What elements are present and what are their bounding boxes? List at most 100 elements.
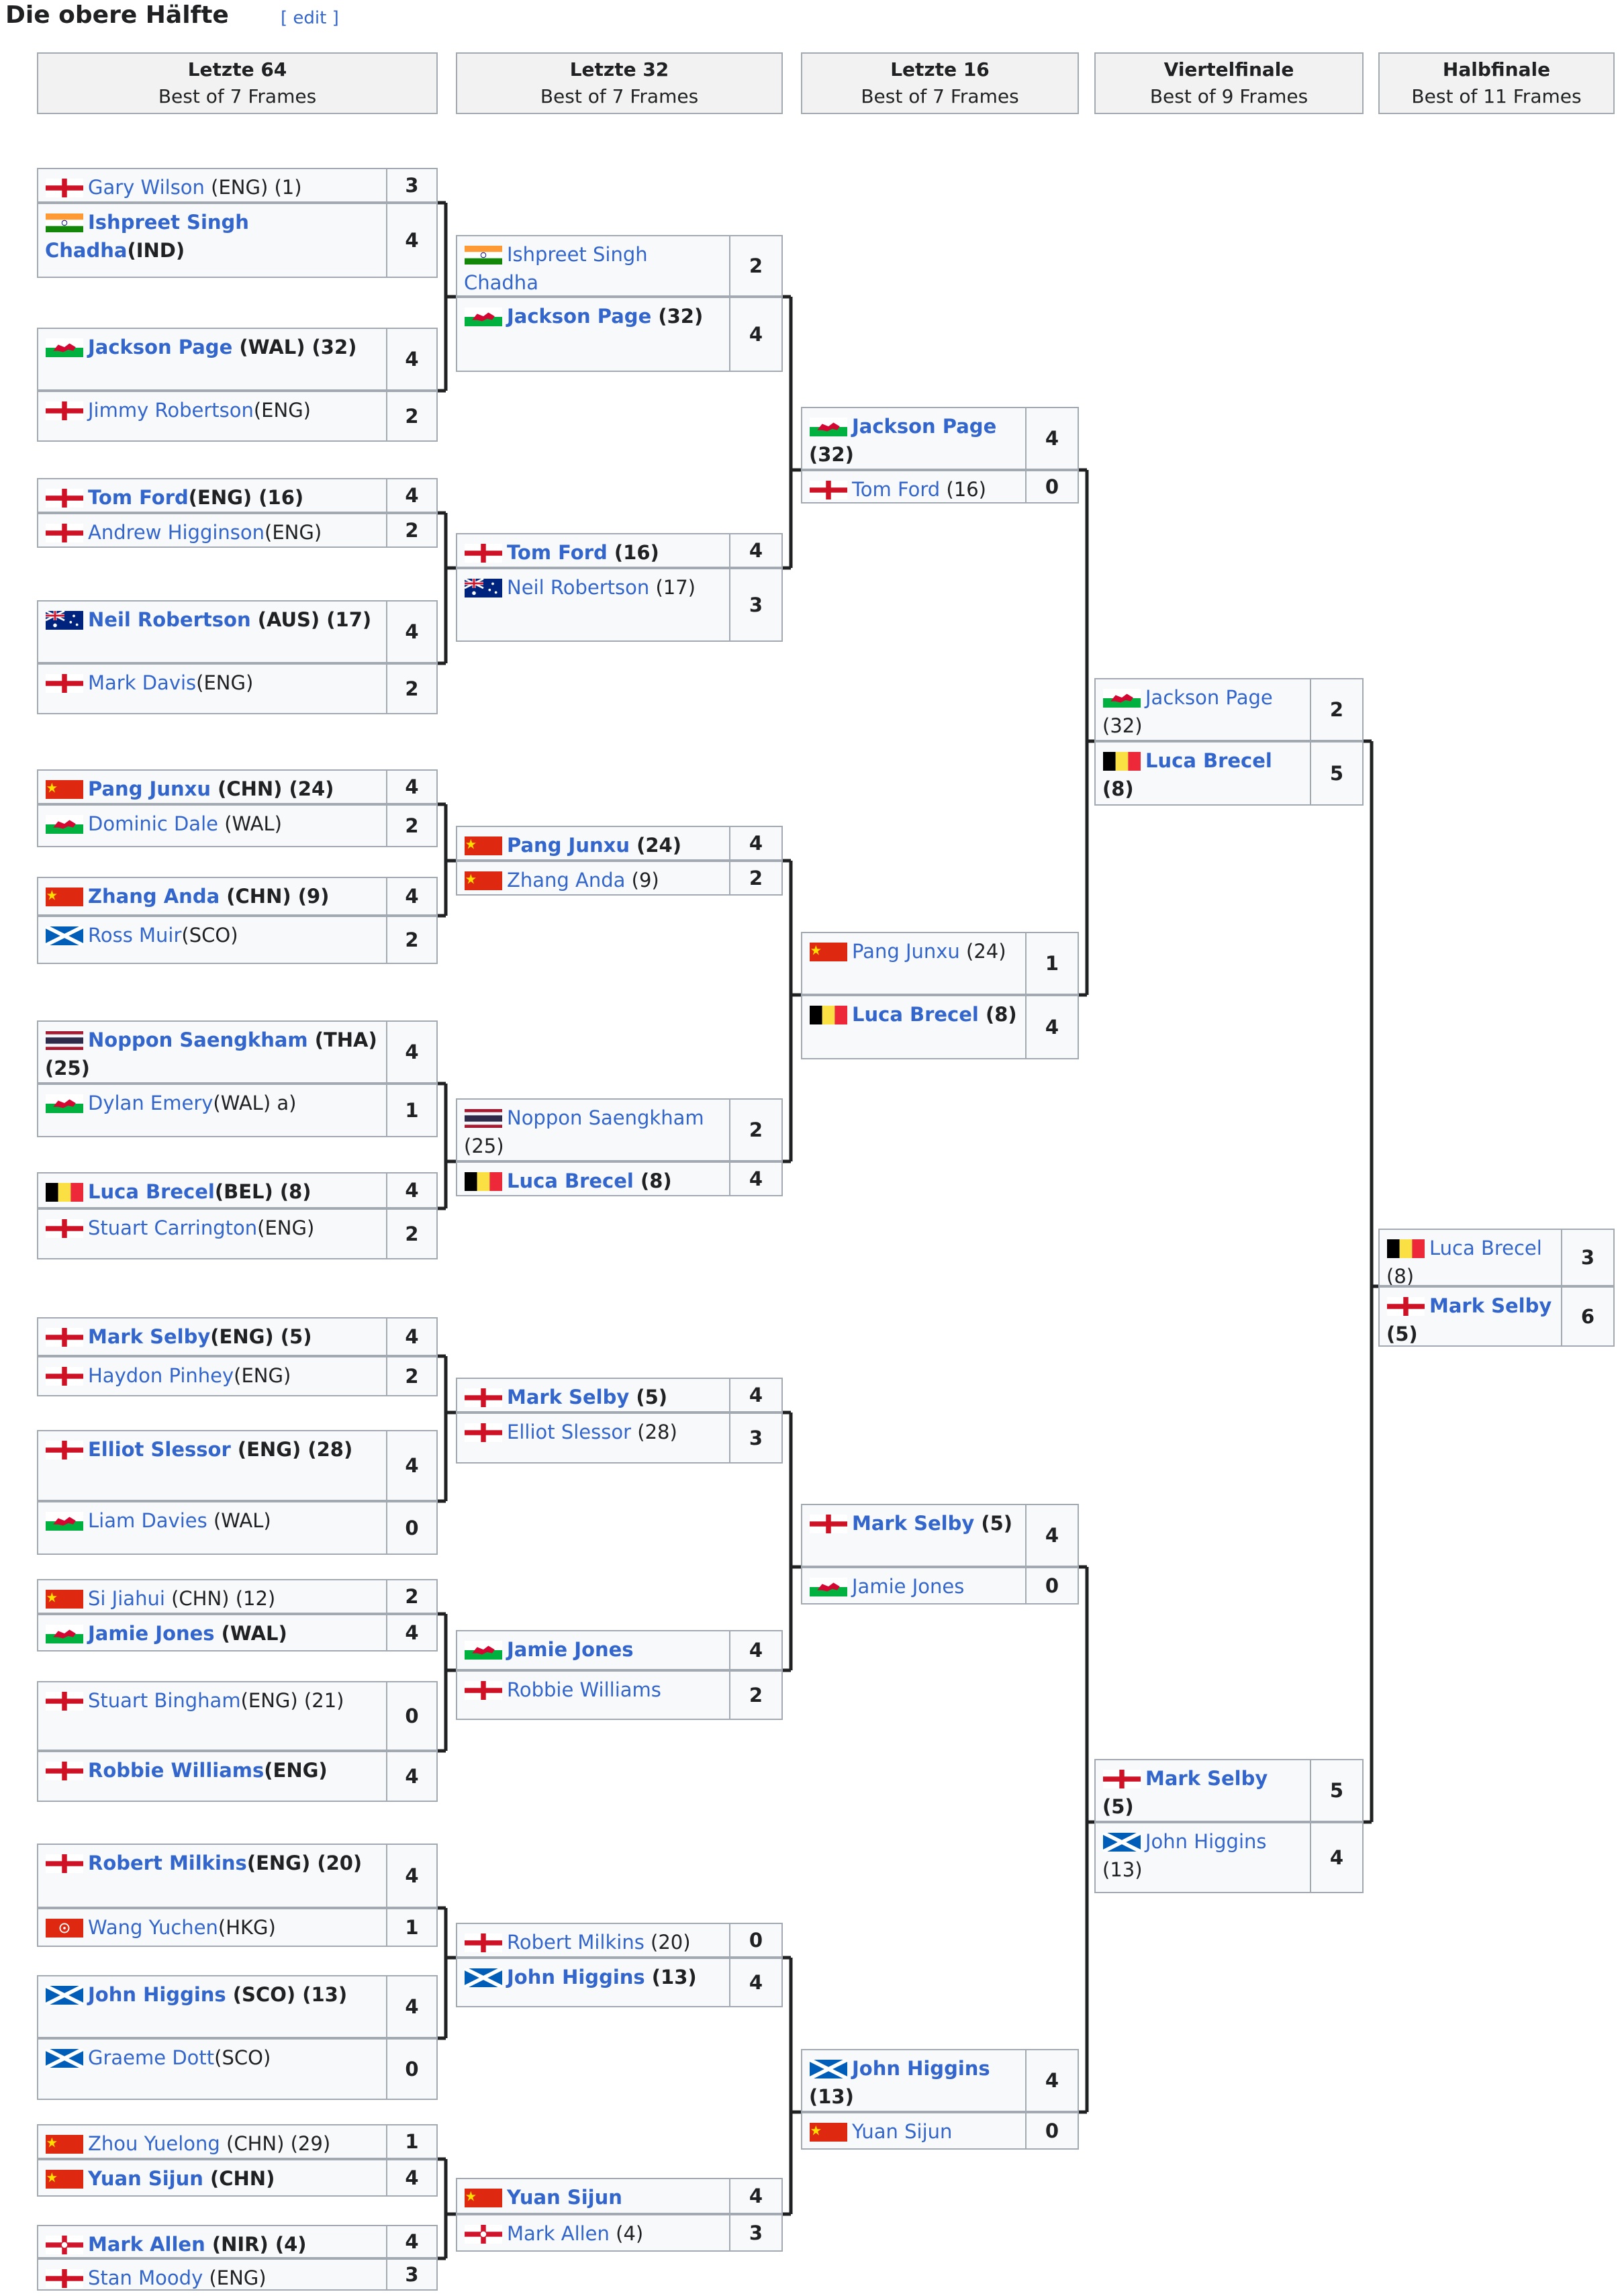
player-link[interactable]: Yuan Sijun <box>507 2186 622 2209</box>
player-slot: Jamie Jones (WAL)4 <box>37 1614 438 1652</box>
player-slot: Jimmy Robertson(ENG)2 <box>37 391 438 442</box>
player-link[interactable]: Pang Junxu <box>507 834 630 857</box>
edit-link[interactable]: [ edit ] <box>281 8 339 28</box>
england-flag-icon <box>464 544 503 563</box>
player-link[interactable]: Zhang Anda <box>88 885 220 908</box>
player-link[interactable]: Jackson Page <box>852 415 997 438</box>
score-cell: 2 <box>1310 679 1362 740</box>
score-cell: 4 <box>729 2179 781 2213</box>
player-link[interactable]: John Higgins <box>1145 1830 1267 1853</box>
player-link[interactable]: Luca Brecel <box>1145 749 1272 772</box>
player-cell: Zhou Yuelong (CHN) (29) <box>38 2125 389 2158</box>
player-link[interactable]: Noppon Saengkham <box>88 1029 308 1051</box>
player-link[interactable]: Robert Milkins <box>507 1931 645 1954</box>
player-link[interactable]: Yuan Sijun <box>852 2120 953 2143</box>
player-link[interactable]: Zhou Yuelong <box>88 2132 220 2155</box>
player-slot: Yuan Sijun 4 <box>456 2178 783 2214</box>
player-link[interactable]: Dylan Emery <box>88 1092 213 1114</box>
player-country-seed: (WAL) <box>207 1509 271 1532</box>
player-slot: Mark Selby(ENG) (5)4 <box>37 1317 438 1356</box>
england-flag-icon <box>1102 1770 1141 1788</box>
player-country-seed: (13) <box>1102 1858 1143 1881</box>
score-cell: 3 <box>386 169 436 201</box>
player-link[interactable]: Jackson Page <box>507 305 652 328</box>
player-link[interactable]: Ishpreet Singh Chadha <box>464 243 648 294</box>
player-link[interactable]: Jamie Jones <box>852 1575 965 1598</box>
player-link[interactable]: Wang Yuchen <box>88 1916 218 1939</box>
player-link[interactable]: Luca Brecel <box>88 1180 215 1203</box>
player-link[interactable]: Robert Milkins <box>88 1852 247 1874</box>
player-link[interactable]: Pang Junxu <box>852 940 960 963</box>
china-flag-icon <box>809 2123 848 2142</box>
player-country-seed: (8) <box>1386 1265 1415 1285</box>
score-cell: 1 <box>386 1085 436 1136</box>
player-cell: Graeme Dott(SCO) <box>38 2040 389 2099</box>
player-link[interactable]: Jackson Page <box>88 336 233 358</box>
player-link[interactable]: Yuan Sijun <box>88 2167 203 2190</box>
player-link[interactable]: Elliot Slessor <box>507 1421 632 1443</box>
player-link[interactable]: Graeme Dott <box>88 2046 215 2069</box>
player-link[interactable]: Mark Selby <box>852 1512 975 1535</box>
player-country-seed: (CHN) (29) <box>220 2132 331 2155</box>
wales-flag-icon <box>809 1578 848 1596</box>
player-link[interactable]: Luca Brecel <box>852 1003 979 1026</box>
player-link[interactable]: Tom Ford <box>88 486 189 509</box>
player-link[interactable]: Stuart Carrington <box>88 1216 258 1239</box>
player-slot: Luca Brecel (8)3 <box>1378 1229 1615 1286</box>
player-link[interactable]: Dominic Dale <box>88 812 218 835</box>
player-link[interactable]: Jamie Jones <box>88 1622 215 1645</box>
player-link[interactable]: Luca Brecel <box>507 1169 634 1192</box>
score-cell: 4 <box>1025 2050 1078 2111</box>
player-link[interactable]: Mark Selby <box>507 1386 630 1408</box>
china-flag-icon <box>45 1590 84 1609</box>
player-country-seed: (8) <box>633 1169 672 1192</box>
player-cell: Mark Selby (5) <box>1096 1760 1313 1821</box>
player-link[interactable]: Stan Moody <box>88 2266 203 2289</box>
player-link[interactable]: Si Jiahui <box>88 1587 165 1610</box>
player-link[interactable]: Haydon Pinhey <box>88 1364 234 1387</box>
player-link[interactable]: Liam Davies <box>88 1509 207 1532</box>
player-link[interactable]: Mark Allen <box>507 2222 610 2245</box>
score-cell: 4 <box>386 1845 436 1907</box>
player-link[interactable]: Noppon Saengkham <box>507 1106 704 1129</box>
player-link[interactable]: Gary Wilson <box>88 176 205 199</box>
player-link[interactable]: Andrew Higginson <box>88 521 265 544</box>
player-link[interactable]: Ishpreet Singh Chadha <box>45 211 249 262</box>
player-country-seed: (WAL) <box>218 812 282 835</box>
score-cell: 4 <box>729 1379 781 1411</box>
player-link[interactable]: John Higgins <box>507 1966 645 1989</box>
player-slot: Robbie Williams(ENG)4 <box>37 1751 438 1802</box>
player-link[interactable]: Mark Allen <box>88 2233 205 2256</box>
player-link[interactable]: Elliot Slessor <box>88 1438 231 1461</box>
player-link[interactable]: Tom Ford <box>852 478 941 501</box>
player-link[interactable]: Stuart Bingham <box>88 1689 241 1712</box>
player-country-seed: (8) <box>1102 777 1134 800</box>
player-cell: John Higgins (SCO) (13) <box>38 1976 389 2037</box>
player-link[interactable]: Ross Muir <box>88 924 182 947</box>
round-name: Halbfinale <box>1442 58 1551 81</box>
player-link[interactable]: Mark Selby <box>88 1325 211 1348</box>
player-link[interactable]: Robbie Williams <box>507 1678 661 1701</box>
player-link[interactable]: Mark Davis <box>88 671 197 694</box>
player-link[interactable]: Mark Selby <box>1145 1767 1268 1790</box>
player-slot: Tom Ford (16)4 <box>456 533 783 568</box>
player-link[interactable]: John Higgins <box>88 1983 226 2006</box>
player-link[interactable]: Jimmy Robertson <box>88 399 254 422</box>
player-link[interactable]: Zhang Anda <box>507 869 626 892</box>
player-link[interactable]: Jamie Jones <box>507 1638 634 1661</box>
player-link[interactable]: Neil Robertson <box>88 608 251 631</box>
player-link[interactable]: John Higgins <box>852 2057 990 2080</box>
england-flag-icon <box>45 1692 84 1711</box>
player-link[interactable]: Pang Junxu <box>88 777 211 800</box>
player-cell: Stuart Carrington(ENG) <box>38 1210 389 1258</box>
player-link[interactable]: Neil Robertson <box>507 576 650 599</box>
player-link[interactable]: Mark Selby <box>1429 1294 1552 1317</box>
player-link[interactable]: Robbie Williams <box>88 1759 265 1782</box>
player-slot: Haydon Pinhey(ENG)2 <box>37 1356 438 1396</box>
player-link[interactable]: Tom Ford <box>507 541 608 564</box>
player-link[interactable]: Luca Brecel <box>1429 1237 1542 1259</box>
player-link[interactable]: Jackson Page <box>1145 686 1273 709</box>
